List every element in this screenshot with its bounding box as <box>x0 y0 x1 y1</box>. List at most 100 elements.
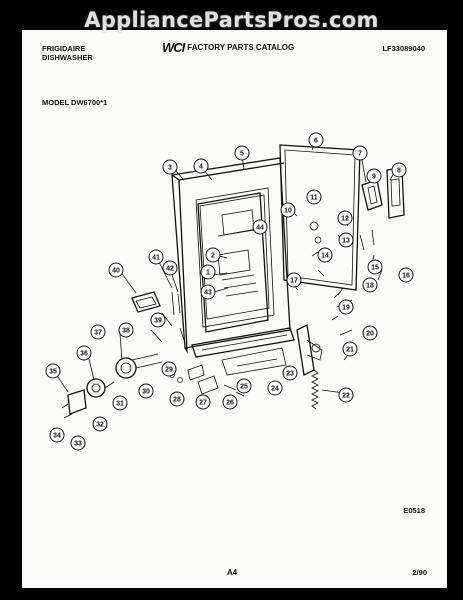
door-gasket <box>279 144 361 291</box>
exploded-view-diagram: 1234567891011121314151617181920212223242… <box>45 132 414 451</box>
callout-19: 19 <box>338 299 354 315</box>
door-hinge-assembly <box>296 324 323 376</box>
callout-number: 35 <box>49 369 57 376</box>
callout-number: 24 <box>271 386 279 393</box>
callout-14: 14 <box>317 247 333 263</box>
brand-line-1: FRIGIDAIRE <box>42 44 86 53</box>
callout-number: 31 <box>116 401 124 408</box>
hinge-bracket-left <box>171 291 185 341</box>
callout-number: 22 <box>342 393 350 400</box>
callout-5: 5 <box>234 145 250 161</box>
callout-43: 43 <box>200 284 216 300</box>
door-handle <box>131 291 161 313</box>
brand-line-2: DISHWASHER <box>42 53 93 62</box>
callout-8: 8 <box>391 162 407 178</box>
brand-label: FRIGIDAIRE DISHWASHER <box>42 44 93 62</box>
lower-trim-bar <box>191 327 295 376</box>
callout-41: 41 <box>148 249 164 265</box>
callout-number: 11 <box>310 195 318 202</box>
callout-37: 37 <box>90 324 106 340</box>
callout-28: 28 <box>169 391 185 407</box>
callout-number: 39 <box>154 318 162 325</box>
selector-parts <box>169 364 245 397</box>
callout-34: 34 <box>49 427 65 443</box>
callout-number: 4 <box>199 164 203 171</box>
callout-number: 14 <box>321 253 329 260</box>
callout-4: 4 <box>193 158 209 174</box>
callout-number: 25 <box>240 384 248 391</box>
door-spring <box>311 369 319 410</box>
callout-22: 22 <box>338 387 354 403</box>
callout-number: 18 <box>366 283 374 290</box>
callout-44: 44 <box>252 219 268 235</box>
callout-20: 20 <box>362 325 378 341</box>
callout-number: 33 <box>74 441 82 448</box>
page-number: A4 <box>227 568 238 577</box>
callout-number: 30 <box>142 389 150 396</box>
callout-number: 41 <box>152 255 160 262</box>
parts-diagram-sheet: FRIGIDAIRE DISHWASHER WCI FACTORY PARTS … <box>22 30 447 588</box>
watermark: AppliancePartsPros.com <box>84 8 379 32</box>
callout-35: 35 <box>45 363 61 379</box>
callout-number: 26 <box>226 400 234 407</box>
callout-7: 7 <box>352 145 368 161</box>
callout-number: 27 <box>199 400 207 407</box>
callout-17: 17 <box>286 272 302 288</box>
callout-number: 9 <box>372 174 376 181</box>
callout-number: 13 <box>342 238 350 245</box>
callout-38: 38 <box>118 322 134 338</box>
callout-36: 36 <box>76 345 92 361</box>
callout-number: 29 <box>165 367 173 374</box>
leader-lines <box>55 141 395 394</box>
catalog-number: LF33089040 <box>382 44 425 53</box>
callout-33: 33 <box>70 435 86 451</box>
callout-42: 42 <box>162 260 178 276</box>
callout-number: 1 <box>206 270 210 277</box>
callout-27: 27 <box>195 394 211 410</box>
callout-15: 15 <box>367 259 383 275</box>
callout-number: 34 <box>53 433 61 440</box>
callout-13: 13 <box>338 232 354 248</box>
callout-number: 12 <box>341 216 349 223</box>
callout-number: 38 <box>122 328 130 335</box>
callout-40: 40 <box>108 262 124 278</box>
callout-number: 17 <box>290 278 298 285</box>
callout-32: 32 <box>92 416 108 432</box>
timer-knob-cluster <box>61 353 163 419</box>
callout-21: 21 <box>342 341 358 357</box>
callout-number: 6 <box>314 138 318 145</box>
revision-date: 2/90 <box>412 568 427 577</box>
callout-number: 3 <box>168 165 172 172</box>
callout-24: 24 <box>267 380 283 396</box>
callout-number: 43 <box>204 290 212 297</box>
callout-31: 31 <box>112 395 128 411</box>
callout-number: 44 <box>256 225 264 232</box>
callout-1: 1 <box>200 264 216 280</box>
callout-23: 23 <box>282 365 298 381</box>
catalog-title: WCI FACTORY PARTS CATALOG <box>162 40 294 55</box>
outer-door-panel <box>171 157 291 354</box>
callout-30: 30 <box>138 383 154 399</box>
callout-29: 29 <box>161 361 177 377</box>
callout-number: 5 <box>240 151 244 158</box>
callout-number: 15 <box>371 265 379 272</box>
callout-number: 28 <box>173 397 181 404</box>
callout-number: 23 <box>286 371 294 378</box>
callout-number: 32 <box>96 422 104 429</box>
callout-10: 10 <box>280 202 296 218</box>
callout-16: 16 <box>398 267 414 283</box>
callout-number: 8 <box>397 168 401 175</box>
callout-number: 10 <box>284 208 292 215</box>
callout-18: 18 <box>362 277 378 293</box>
callout-number: 16 <box>402 273 410 280</box>
wci-logo-icon: WCI <box>162 40 185 55</box>
callout-number: 19 <box>342 305 350 312</box>
callout-26: 26 <box>222 394 238 410</box>
callout-39: 39 <box>150 312 166 328</box>
callout-number: 40 <box>112 268 120 275</box>
callout-number: 2 <box>211 253 215 260</box>
callout-number: 20 <box>366 331 374 338</box>
callout-number: 36 <box>80 351 88 358</box>
